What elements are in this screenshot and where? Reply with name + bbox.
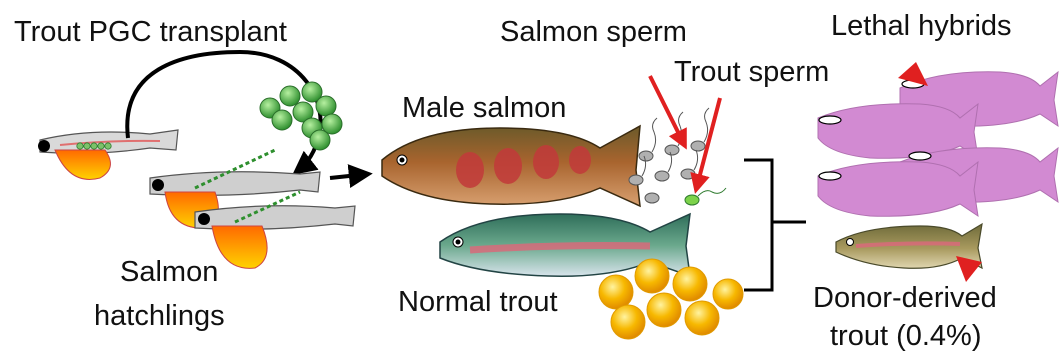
- salmon-sperm-label: Salmon sperm: [500, 18, 687, 47]
- salmon-hatchlings-label-line2: hatchlings: [94, 302, 225, 331]
- pgc-transplant-label: Trout PGC transplant: [14, 18, 287, 47]
- lethal-hybrids-label: Lethal hybrids: [831, 12, 1012, 41]
- salmon-hatchlings-label-line1: Salmon: [120, 258, 218, 287]
- trout-sperm-label: Trout sperm: [674, 58, 829, 87]
- to-salmon-arrow: [330, 174, 368, 178]
- donor-derived-label-line2: trout (0.4%): [830, 322, 982, 351]
- normal-trout-label: Normal trout: [398, 288, 558, 317]
- trout-sperm-cell: [685, 188, 726, 205]
- male-salmon-fish: [382, 126, 640, 206]
- donor-derived-label-line1: Donor-derived: [813, 284, 997, 313]
- transplant-arrow: [127, 52, 320, 172]
- donor-trout-larva: [38, 130, 178, 179]
- male-salmon-label: Male salmon: [402, 94, 566, 123]
- salmon-hatchling-2: [195, 192, 355, 268]
- fertilization-bracket: [744, 160, 806, 290]
- lethal-hybrid-fish: [818, 72, 1058, 216]
- pgc-cluster: [260, 82, 342, 150]
